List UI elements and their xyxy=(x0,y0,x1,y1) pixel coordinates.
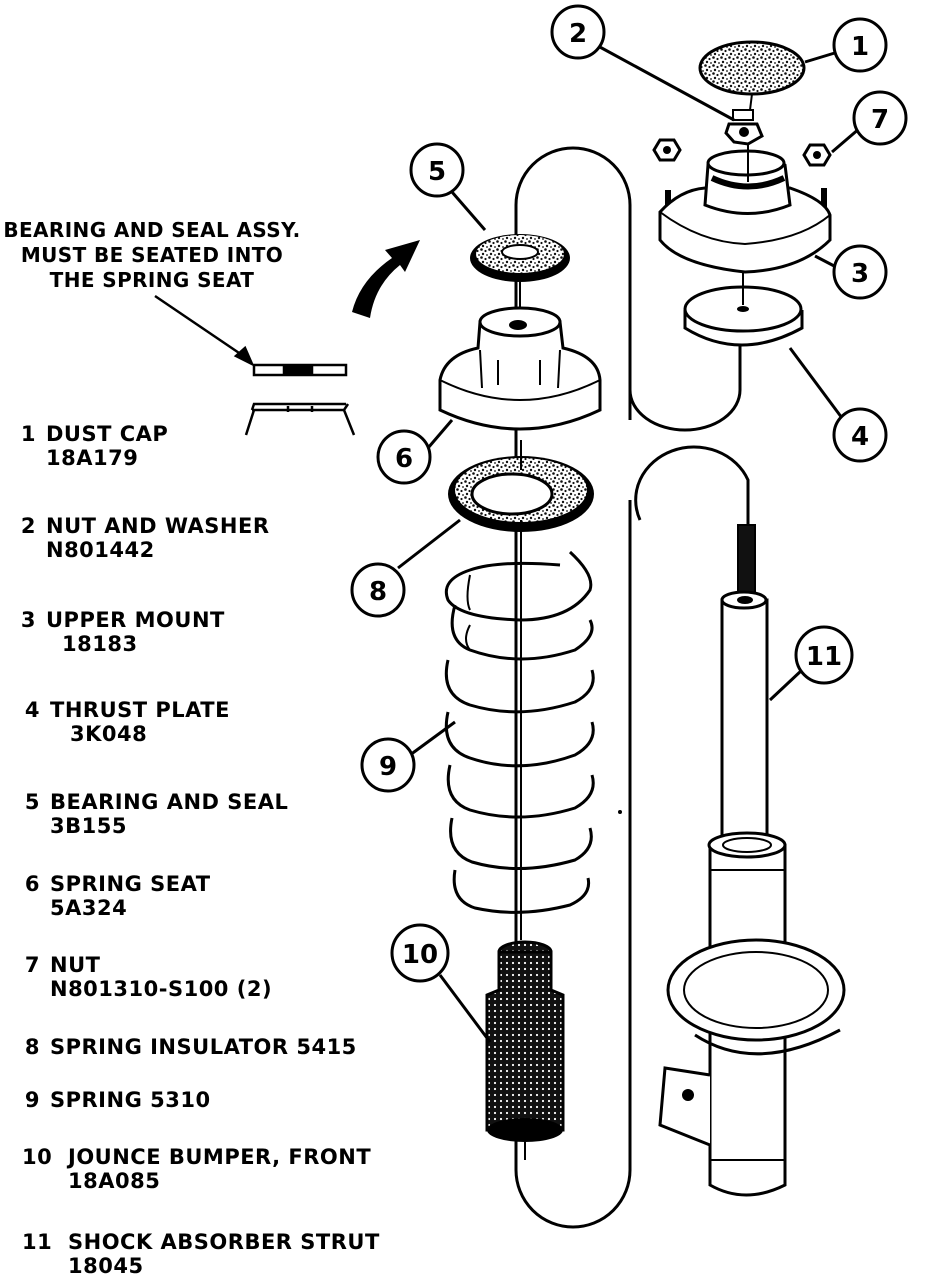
legend-item-number: 3 xyxy=(20,608,36,632)
callout-1: 1 xyxy=(804,17,888,73)
legend-item-name: SPRING SEAT xyxy=(50,872,211,896)
callout-7-text: 7 xyxy=(871,105,889,135)
callout-3-text: 3 xyxy=(851,259,869,289)
callout-8: 8 xyxy=(350,518,461,618)
callout-10-text: 10 xyxy=(402,940,438,970)
legend-item-name: NUT xyxy=(50,953,101,977)
thrust-plate-part xyxy=(683,272,804,347)
legend-item-part-number: 5A324 xyxy=(50,896,128,920)
spring-insulator-part xyxy=(448,440,594,532)
legend-item-name: BEARING AND SEAL xyxy=(50,790,289,814)
legend-item-number: 7 xyxy=(24,953,40,977)
spring-seat-part xyxy=(438,306,602,431)
nut-washer-part xyxy=(724,109,764,146)
legend-item-part-number: 18A179 xyxy=(46,446,139,470)
callout-4-text: 4 xyxy=(851,422,869,452)
legend-item-number: 10 xyxy=(22,1145,53,1169)
callout-6: 6 xyxy=(376,419,454,485)
callout-10: 10 xyxy=(390,923,492,1043)
legend-item-number: 6 xyxy=(24,872,40,896)
jounce-bumper-part xyxy=(485,940,565,1160)
legend-item-part-number: 3K048 xyxy=(70,722,148,746)
legend-item-name: THRUST PLATE xyxy=(50,698,230,722)
callout-5: 5 xyxy=(409,142,487,231)
dust-cap-part xyxy=(698,40,806,111)
legend-item-part-number: 3B155 xyxy=(50,814,127,838)
assembly-note-line-1: BEARING AND SEAL ASSY. xyxy=(3,218,301,242)
callout-6-text: 6 xyxy=(395,444,413,474)
legend-item-name: SPRING 5310 xyxy=(50,1088,211,1112)
legend-item-name: SPRING INSULATOR 5415 xyxy=(50,1035,357,1059)
legend-item-name: UPPER MOUNT xyxy=(46,608,225,632)
nut-part xyxy=(652,138,832,167)
legend-item-number: 4 xyxy=(24,698,40,722)
seat-inset-sketch xyxy=(244,363,356,436)
callout-11-text: 11 xyxy=(806,642,842,672)
legend-item-part-number: 18045 xyxy=(68,1254,144,1274)
callout-9: 9 xyxy=(360,720,456,793)
callout-5-text: 5 xyxy=(428,157,446,187)
bearing-seal-part xyxy=(470,234,570,320)
legend-item-part-number: N801310-S100 (2) xyxy=(50,977,273,1001)
callout-7: 7 xyxy=(831,90,908,154)
legend-item-number: 11 xyxy=(22,1230,53,1254)
legend-item-number: 8 xyxy=(24,1035,40,1059)
assembly-guide-path xyxy=(514,146,750,1229)
shock-strut-part xyxy=(658,524,846,1197)
legend-item-part-number: 18183 xyxy=(62,632,138,656)
callout-8-text: 8 xyxy=(369,577,387,607)
assembly-note-line-3: THE SPRING SEAT xyxy=(49,268,255,292)
callout-4: 4 xyxy=(788,347,888,463)
callout-3: 3 xyxy=(814,244,888,300)
legend-item-name: JOUNCE BUMPER, FRONT xyxy=(68,1145,372,1169)
callout-11: 11 xyxy=(768,625,854,702)
note-leader xyxy=(154,294,255,367)
legend-item-name: DUST CAP xyxy=(46,422,169,446)
legend-item-number: 5 xyxy=(24,790,40,814)
legend-item-number: 1 xyxy=(20,422,36,446)
callout-2-text: 2 xyxy=(569,19,587,49)
legend-item-name: SHOCK ABSORBER STRUT xyxy=(68,1230,380,1254)
legend-item-number: 2 xyxy=(20,514,36,538)
assembly-note: BEARING AND SEAL ASSY. MUST BE SEATED IN… xyxy=(2,218,302,293)
coil-spring-part xyxy=(444,520,595,940)
upper-mount-part xyxy=(658,145,832,274)
legend-item-part-number: N801442 xyxy=(46,538,155,562)
assembly-note-line-2: MUST BE SEATED INTO xyxy=(20,243,284,267)
callout-1-text: 1 xyxy=(851,32,869,62)
legend-item-part-number: 18A085 xyxy=(68,1169,161,1193)
legend-item-number: 9 xyxy=(24,1088,40,1112)
insert-direction-arrow xyxy=(352,240,420,318)
callout-2: 2 xyxy=(550,4,735,122)
callout-9-text: 9 xyxy=(379,752,397,782)
legend-item-name: NUT AND WASHER xyxy=(46,514,270,538)
